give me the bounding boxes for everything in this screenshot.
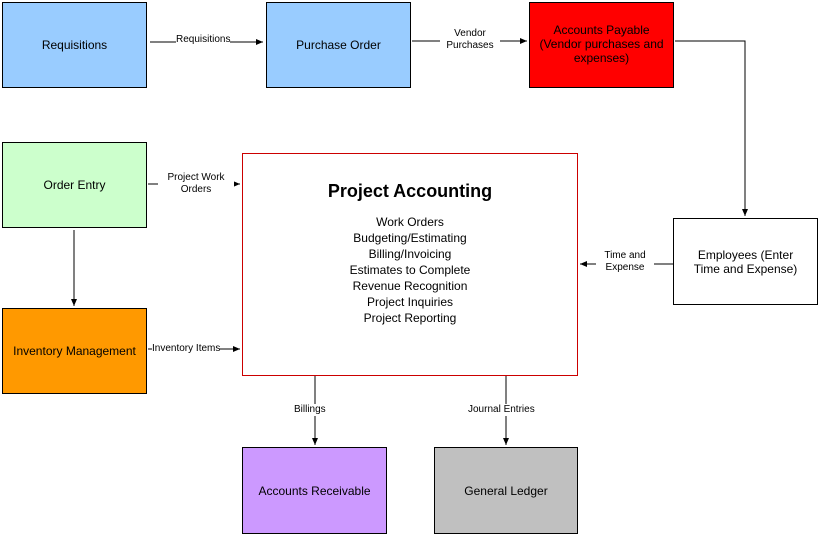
- project-accounting-item: Revenue Recognition: [352, 279, 468, 293]
- purchase-order-box: Purchase Order: [266, 2, 411, 88]
- general-ledger-label: General Ledger: [464, 483, 548, 498]
- project-accounting-item: Project Reporting: [363, 311, 457, 325]
- inventory-management-box: Inventory Management: [2, 308, 147, 394]
- edge-label-vendor-purchases: Vendor Purchases: [440, 28, 500, 52]
- project-accounting-item: Billing/Invoicing: [368, 247, 452, 261]
- arrow-accounts-payable-to-employees: [675, 40, 748, 216]
- project-accounting-item: Project Inquiries: [366, 295, 454, 309]
- requisitions-box: Requisitions: [2, 2, 147, 88]
- order-entry-box: Order Entry: [2, 142, 147, 228]
- project-accounting-box: Project Accounting Work Orders Budgeting…: [242, 153, 578, 376]
- project-accounting-title: Project Accounting: [327, 181, 493, 201]
- accounts-receivable-label: Accounts Receivable: [258, 483, 371, 498]
- project-accounting-item: Estimates to Complete: [349, 263, 471, 277]
- edge-label-billings: Billings: [294, 404, 326, 416]
- employees-box: Employees (Enter Time and Expense): [673, 218, 818, 305]
- accounts-payable-label: Accounts Payable (Vendor purchases and e…: [539, 23, 664, 65]
- edge-label-requisitions: Requisitions: [176, 34, 231, 46]
- edge-label-journal-entries: Journal Entries: [468, 404, 535, 416]
- accounts-receivable-box: Accounts Receivable: [242, 447, 387, 534]
- accounts-payable-box: Accounts Payable (Vendor purchases and e…: [529, 2, 674, 88]
- edge-label-project-work-orders: Project Work Orders: [158, 172, 234, 196]
- purchase-order-label: Purchase Order: [296, 38, 381, 52]
- inventory-management-label: Inventory Management: [13, 344, 136, 358]
- edge-label-time-and-expense: Time and Expense: [596, 250, 654, 274]
- general-ledger-box: General Ledger: [434, 447, 578, 534]
- order-entry-label: Order Entry: [43, 178, 106, 192]
- requisitions-label: Requisitions: [41, 38, 108, 52]
- project-accounting-item: Budgeting/Estimating: [353, 231, 467, 245]
- employees-label: Employees (Enter Time and Expense): [693, 247, 798, 276]
- edge-label-inventory-items: Inventory Items: [152, 343, 221, 355]
- project-accounting-item: Work Orders: [376, 215, 444, 229]
